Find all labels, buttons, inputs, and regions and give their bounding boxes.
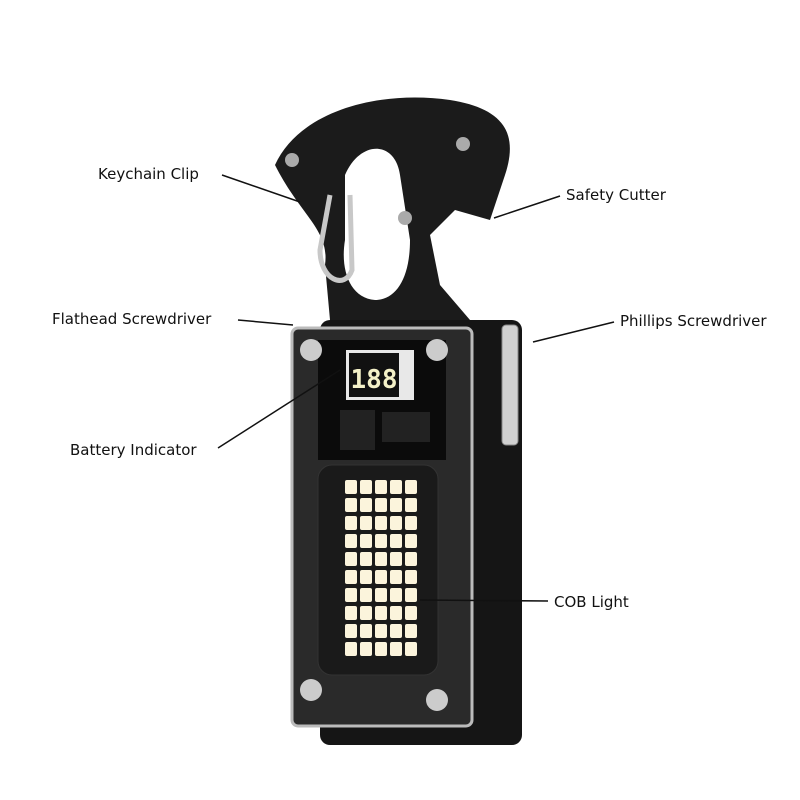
screw-icon xyxy=(300,339,322,361)
leader-line xyxy=(493,195,561,219)
led-chip xyxy=(345,642,357,656)
led-chip xyxy=(405,624,417,638)
led-chip xyxy=(345,624,357,638)
led-chip xyxy=(390,606,402,620)
led-chip xyxy=(390,516,402,530)
led-chip xyxy=(345,588,357,602)
led-chip xyxy=(390,624,402,638)
led-chip xyxy=(405,570,417,584)
led-chip xyxy=(375,624,387,638)
screw-icon xyxy=(398,211,412,225)
led-chip xyxy=(345,534,357,548)
clip-hole xyxy=(343,148,410,300)
display-screen xyxy=(349,353,399,397)
led-chip xyxy=(345,516,357,530)
led-chip xyxy=(390,534,402,548)
led-chip xyxy=(375,498,387,512)
screw-icon xyxy=(456,137,470,151)
led-chip xyxy=(360,534,372,548)
led-chip xyxy=(360,570,372,584)
led-chip xyxy=(405,516,417,530)
led-chip xyxy=(345,606,357,620)
screw-icon xyxy=(285,153,299,167)
led-chip xyxy=(390,642,402,656)
led-chip xyxy=(405,480,417,494)
led-chip xyxy=(390,552,402,566)
led-chip xyxy=(405,534,417,548)
label-flathead-screwdriver: Flathead Screwdriver xyxy=(52,310,212,328)
led-chip xyxy=(375,552,387,566)
led-chip xyxy=(345,480,357,494)
led-chip xyxy=(345,552,357,566)
led-chip xyxy=(375,642,387,656)
cob-led-grid xyxy=(345,480,417,656)
led-chip xyxy=(360,516,372,530)
led-chip xyxy=(345,570,357,584)
label-battery-indicator: Battery Indicator xyxy=(70,441,197,459)
led-chip xyxy=(405,606,417,620)
led-chip xyxy=(405,552,417,566)
battery-display: 188 xyxy=(351,365,398,395)
led-chip xyxy=(360,480,372,494)
led-chip xyxy=(360,552,372,566)
screw-icon xyxy=(426,339,448,361)
led-chip xyxy=(360,642,372,656)
led-chip xyxy=(375,606,387,620)
led-chip xyxy=(375,588,387,602)
label-safety-cutter: Safety Cutter xyxy=(566,186,666,204)
leader-line xyxy=(532,321,615,343)
phillips-screwdriver-blade xyxy=(501,324,519,446)
led-chip xyxy=(405,588,417,602)
led-chip xyxy=(405,642,417,656)
led-chip xyxy=(345,498,357,512)
led-chip xyxy=(375,534,387,548)
leader-line xyxy=(217,369,341,449)
led-chip xyxy=(390,480,402,494)
label-phillips-screwdriver: Phillips Screwdriver xyxy=(620,312,767,330)
led-chip xyxy=(375,516,387,530)
led-chip xyxy=(375,570,387,584)
label-cob-light: COB Light xyxy=(554,593,629,611)
leader-line xyxy=(221,174,301,203)
led-chip xyxy=(390,570,402,584)
led-chip xyxy=(390,498,402,512)
chip xyxy=(382,412,430,442)
led-chip xyxy=(375,480,387,494)
screw-icon xyxy=(300,679,322,701)
screw-icon xyxy=(426,689,448,711)
keychain-clip-wire xyxy=(317,194,355,283)
label-keychain-clip: Keychain Clip xyxy=(98,165,199,183)
chip xyxy=(340,410,375,450)
leader-line xyxy=(419,599,549,602)
led-chip xyxy=(360,606,372,620)
led-chip xyxy=(390,588,402,602)
led-chip xyxy=(360,624,372,638)
leader-line xyxy=(237,319,294,326)
led-chip xyxy=(360,498,372,512)
led-chip xyxy=(360,588,372,602)
led-chip xyxy=(405,498,417,512)
